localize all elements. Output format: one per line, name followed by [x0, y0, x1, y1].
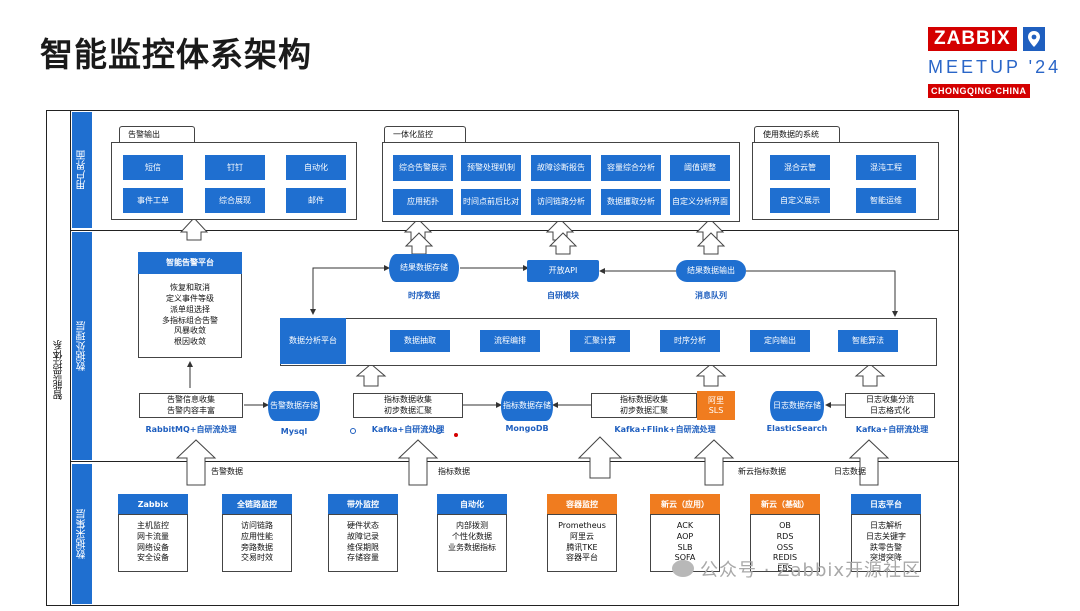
system-item: 混合云管	[770, 155, 830, 180]
analysis-item: 汇聚计算	[570, 330, 630, 352]
alert-info-box: 告警信息收集 告警内容丰富	[139, 393, 243, 418]
lane-collection: 数据采集层	[72, 464, 92, 604]
analysis-item: 定向输出	[750, 330, 810, 352]
integrated-item: 容量综合分析	[601, 155, 661, 181]
alert-store-cylinder: 告警数据存储	[268, 391, 320, 421]
outer-divider	[70, 110, 71, 606]
collector-header: 容器监控	[547, 494, 617, 514]
collector-header: 新云（应用）	[650, 494, 720, 514]
collector-body: 内部拨测 个性化数据 业务数据指标	[437, 514, 507, 572]
integrated-tab: 一体化监控	[384, 126, 466, 142]
flow-metric-label: 指标数据	[438, 467, 470, 476]
lane-processing: 数据处理层	[72, 232, 92, 460]
analysis-panel	[280, 318, 937, 366]
ts-store-caption: 时序数据	[408, 291, 440, 300]
collector-body: OB RDS OSS REDIS EBS	[750, 514, 820, 573]
smart-alert-body: 恢复和取消 定义事件等级 派单组选择 多指标组合告警 风暴收敛 根因收敛	[138, 274, 242, 358]
ts-store-cylinder: 结果数据存储	[389, 254, 459, 282]
marker-dot	[436, 428, 442, 434]
integrated-item: 应用拓扑	[393, 189, 453, 215]
city-badge: CHONGQING·CHINA	[928, 84, 1030, 98]
metric-collect2-caption: Kafka+Flink+自研流处理	[614, 425, 716, 434]
aliyun-sls-box: 阿里 SLS	[697, 391, 735, 420]
integrated-item: 时间点前后比对	[461, 189, 521, 215]
meetup-logo-text: MEETUP '24	[928, 57, 1062, 77]
zabbix-logo: ZABBIX	[928, 27, 1017, 51]
collector-header: 全链路监控	[222, 494, 292, 514]
metric-collect-box: 指标数据收集 初步数据汇聚	[353, 393, 463, 418]
integrated-item: 故障诊断报告	[531, 155, 591, 181]
metric-collect2-box: 指标数据收集 初步数据汇聚	[591, 393, 697, 418]
collector-body: Prometheus 阿里云 腾讯TKE 容器平台	[547, 514, 617, 572]
marker-dot	[350, 428, 356, 434]
integrated-item: 综合告警展示	[393, 155, 453, 181]
collector-body: 访问链路 应用性能 旁路数据 交易时效	[222, 514, 292, 572]
alert-output-tab: 告警输出	[119, 126, 195, 142]
output-automation: 自动化	[286, 155, 346, 180]
analysis-item: 流程编排	[480, 330, 540, 352]
flow-log-label: 日志数据	[834, 467, 866, 476]
integrated-item: 数据攫取分析	[601, 189, 661, 215]
collector-body: 主机监控 网卡流量 网络设备 安全设备	[118, 514, 188, 572]
alert-pipeline-caption: RabbitMQ+自研流处理	[145, 425, 237, 434]
output-sms: 短信	[123, 155, 183, 180]
page-title: 智能监控体系架构	[40, 35, 312, 74]
flow-newcloud-label: 新云指标数据	[738, 467, 786, 476]
collector-body: 日志解析 日志关键字 跌零告警 突增突降	[851, 514, 921, 572]
collector-body: ACK AOP SLB SOFA	[650, 514, 720, 572]
smart-alert-header: 智能告警平台	[138, 252, 242, 274]
analysis-platform-label: 数据分析平台	[280, 318, 346, 364]
location-pin-icon	[1023, 27, 1045, 51]
integrated-item: 访问链路分析	[531, 189, 591, 215]
metric-store-cylinder: 指标数据存储	[501, 391, 553, 421]
flow-alert-label: 告警数据	[211, 467, 243, 476]
open-api-caption: 自研模块	[547, 291, 579, 300]
collector-header: Zabbix	[118, 494, 188, 514]
analysis-item: 智能算法	[838, 330, 898, 352]
lane-divider-1	[70, 230, 959, 231]
systems-tab: 使用数据的系统	[754, 126, 840, 142]
log-store-cylinder: 日志数据存储	[770, 391, 824, 421]
alert-store-caption: Mysql	[280, 427, 308, 436]
lane-ui: 用户界面	[72, 112, 92, 228]
architecture-frame	[46, 110, 959, 606]
watermark: 公众号 · Zabbix开源社区	[700, 560, 922, 581]
system-item: 自定义展示	[770, 188, 830, 213]
output-dingtalk: 钉钉	[205, 155, 265, 180]
log-collect-box: 日志收集分流 日志格式化	[845, 393, 935, 418]
wechat-icon	[672, 560, 694, 577]
integrated-item: 自定义分析界面	[670, 189, 730, 215]
integrated-item: 阈值调整	[670, 155, 730, 181]
msg-queue-caption: 消息队列	[695, 291, 727, 300]
analysis-item: 数据抽取	[390, 330, 450, 352]
system-item: 混沌工程	[856, 155, 916, 180]
collector-header: 新云（基础）	[750, 494, 820, 514]
log-store-caption: ElasticSearch	[766, 424, 828, 433]
collector-header: 带外监控	[328, 494, 398, 514]
output-email: 邮件	[286, 188, 346, 213]
output-ticket: 事件工单	[123, 188, 183, 213]
metric-store-caption: MongoDB	[505, 424, 549, 433]
collector-header: 自动化	[437, 494, 507, 514]
metric-collect-caption: Kafka+自研流处理	[371, 425, 445, 434]
msg-queue-box: 结果数据输出	[676, 260, 746, 282]
collector-body: 硬件状态 故障记录 维保期限 存储容量	[328, 514, 398, 572]
open-api-box: 开放API	[527, 260, 599, 282]
integrated-item: 预警处理机制	[461, 155, 521, 181]
output-display: 综合展现	[205, 188, 265, 213]
collector-header: 日志平台	[851, 494, 921, 514]
system-item: 智能运维	[856, 188, 916, 213]
log-collect-caption: Kafka+自研流处理	[855, 425, 929, 434]
marker-dot	[454, 433, 458, 437]
lane-divider-2	[70, 461, 959, 462]
analysis-item: 时序分析	[660, 330, 720, 352]
